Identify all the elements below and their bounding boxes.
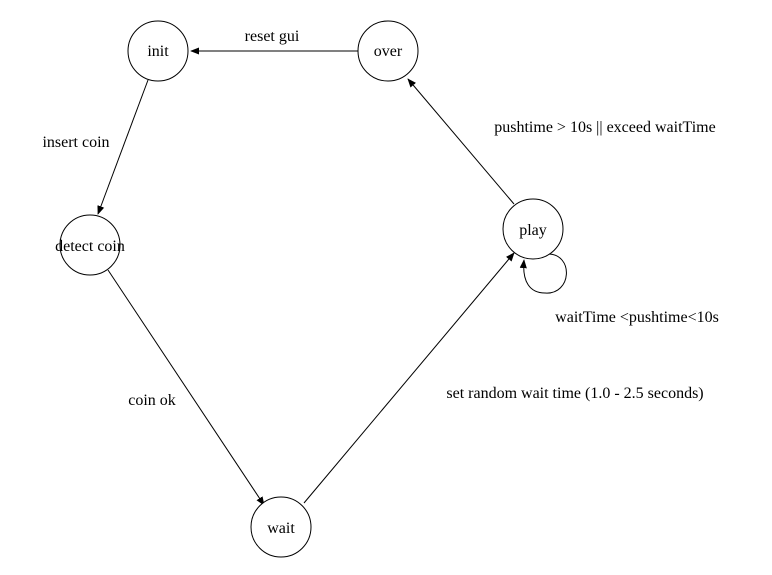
arrow-play-to-over: [407, 78, 515, 205]
arrow-play-self-loop: [519, 253, 567, 294]
state-wait-label: wait: [267, 520, 295, 537]
state-detect-coin: detect coin: [55, 214, 125, 276]
state-play-circle: [502, 198, 564, 260]
label-wait-to-play: set random wait time (1.0 - 2.5 seconds): [446, 385, 703, 402]
arrow-detect-coin-to-wait: [107, 269, 265, 506]
state-play: play: [502, 198, 564, 260]
arrow-init-to-detect-coin: [97, 79, 149, 215]
arrow-wait-to-play: [303, 252, 515, 504]
edge-wait-to-play: [303, 252, 515, 504]
state-wait: wait: [250, 496, 312, 558]
state-wait-circle: [250, 496, 312, 558]
state-init: init: [127, 20, 189, 82]
state-over-label: over: [374, 43, 403, 60]
label-detect-coin-to-wait: coin ok: [128, 392, 176, 409]
state-detect-coin-label: detect coin: [55, 238, 125, 255]
label-over-to-init: reset gui: [245, 28, 300, 45]
label-play-to-over: pushtime > 10s || exceed waitTime: [494, 119, 715, 136]
edge-play-self-loop: [519, 253, 567, 294]
edge-detect-coin-to-wait: [107, 269, 265, 506]
state-play-label: play: [519, 222, 547, 239]
state-over-circle: [357, 20, 419, 82]
label-init-to-detect-coin: insert coin: [42, 134, 109, 151]
state-init-label: init: [147, 43, 169, 60]
state-detect-coin-circle: [59, 214, 121, 276]
label-play-self-loop: waitTime <pushtime<10s: [555, 309, 719, 326]
state-init-circle: [127, 20, 189, 82]
edge-play-to-over: [407, 78, 515, 205]
edge-init-to-detect-coin: [97, 79, 149, 215]
state-over: over: [357, 20, 419, 82]
